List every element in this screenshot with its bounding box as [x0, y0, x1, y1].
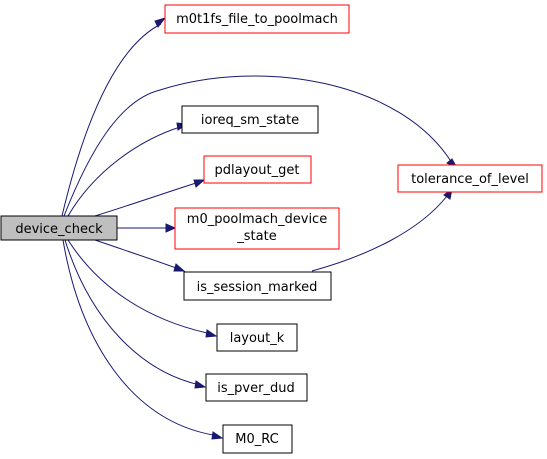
node-is-pver-dud-label: is_pver_dud — [217, 381, 294, 396]
node-ioreq-sm-state[interactable]: ioreq_sm_state — [181, 105, 319, 134]
node-layout-k-box — [216, 323, 298, 352]
edge-device-check-to-is-session-marked — [94, 239, 177, 269]
node-m0t1fs-file-to-poolmach[interactable]: m0t1fs_file_to_poolmach — [164, 4, 350, 34]
node-m0-rc-label: M0_RC — [235, 432, 278, 447]
arrowhead-pdlayout-get — [193, 179, 206, 188]
node-m0t1fs-file-to-poolmach-label: m0t1fs_file_to_poolmach — [176, 12, 338, 27]
node-tolerance-of-level-box — [397, 164, 543, 193]
node-device-check-box — [0, 215, 118, 241]
node-ioreq-sm-state-label: ioreq_sm_state — [201, 113, 299, 128]
arrowhead-layout-k — [205, 329, 218, 338]
node-m0-rc-box — [222, 424, 293, 454]
edge-device-check-to-m0t1fs-file-to-poolmach — [61, 23, 162, 217]
node-tolerance-of-level[interactable]: tolerance_of_level — [397, 164, 543, 193]
arrowhead-is-session-marked — [173, 263, 186, 272]
arrowhead-m0t1fs-file-to-poolmach — [154, 17, 167, 28]
node-pdlayout-get-label: pdlayout_get — [215, 163, 300, 178]
node-pdlayout-get-box — [203, 155, 312, 184]
edge-device-check-to-pdlayout-get — [94, 182, 197, 217]
node-layout-k-label: layout_k — [230, 331, 285, 346]
node-is-session-marked-box — [183, 271, 332, 301]
node-device-check-label: device_check — [15, 222, 103, 237]
node-m0-poolmach-device-state-label-line1: m0_poolmach_device — [187, 212, 327, 227]
node-is-session-marked[interactable]: is_session_marked — [183, 271, 332, 301]
node-m0-poolmach-device-state-label-line2: _state — [236, 229, 276, 244]
node-is-session-marked-label: is_session_marked — [197, 280, 318, 295]
node-is-pver-dud-box — [205, 373, 308, 402]
node-layout-k[interactable]: layout_k — [216, 323, 298, 352]
arrowhead-m0-poolmach-device-state — [165, 223, 177, 233]
edge-device-check-to-tolerance-of-level — [63, 75, 453, 217]
node-ioreq-sm-state-box — [181, 105, 319, 134]
edge-is-session-marked-to-tolerance-of-level — [311, 195, 448, 272]
edge-device-check-to-is-pver-dud — [64, 239, 197, 385]
node-m0t1fs-file-to-poolmach-box — [164, 4, 350, 34]
node-m0-poolmach-device-state-box — [174, 207, 340, 250]
node-tolerance-of-level-label: tolerance_of_level — [411, 172, 529, 187]
node-m0-rc[interactable]: M0_RC — [222, 424, 293, 454]
node-pdlayout-get[interactable]: pdlayout_get — [203, 155, 312, 184]
node-m0-poolmach-device-state[interactable]: m0_poolmach_device _state — [174, 207, 340, 250]
arrowhead-is-pver-dud — [194, 380, 207, 389]
edge-device-check-to-m0-rc — [62, 239, 214, 436]
node-device-check[interactable]: device_check — [0, 215, 118, 241]
edge-device-check-to-ioreq-sm-state — [67, 126, 181, 217]
edge-device-check-to-layout-k — [67, 239, 208, 334]
arrowhead-m0-rc — [211, 431, 224, 440]
node-is-pver-dud[interactable]: is_pver_dud — [205, 373, 308, 402]
